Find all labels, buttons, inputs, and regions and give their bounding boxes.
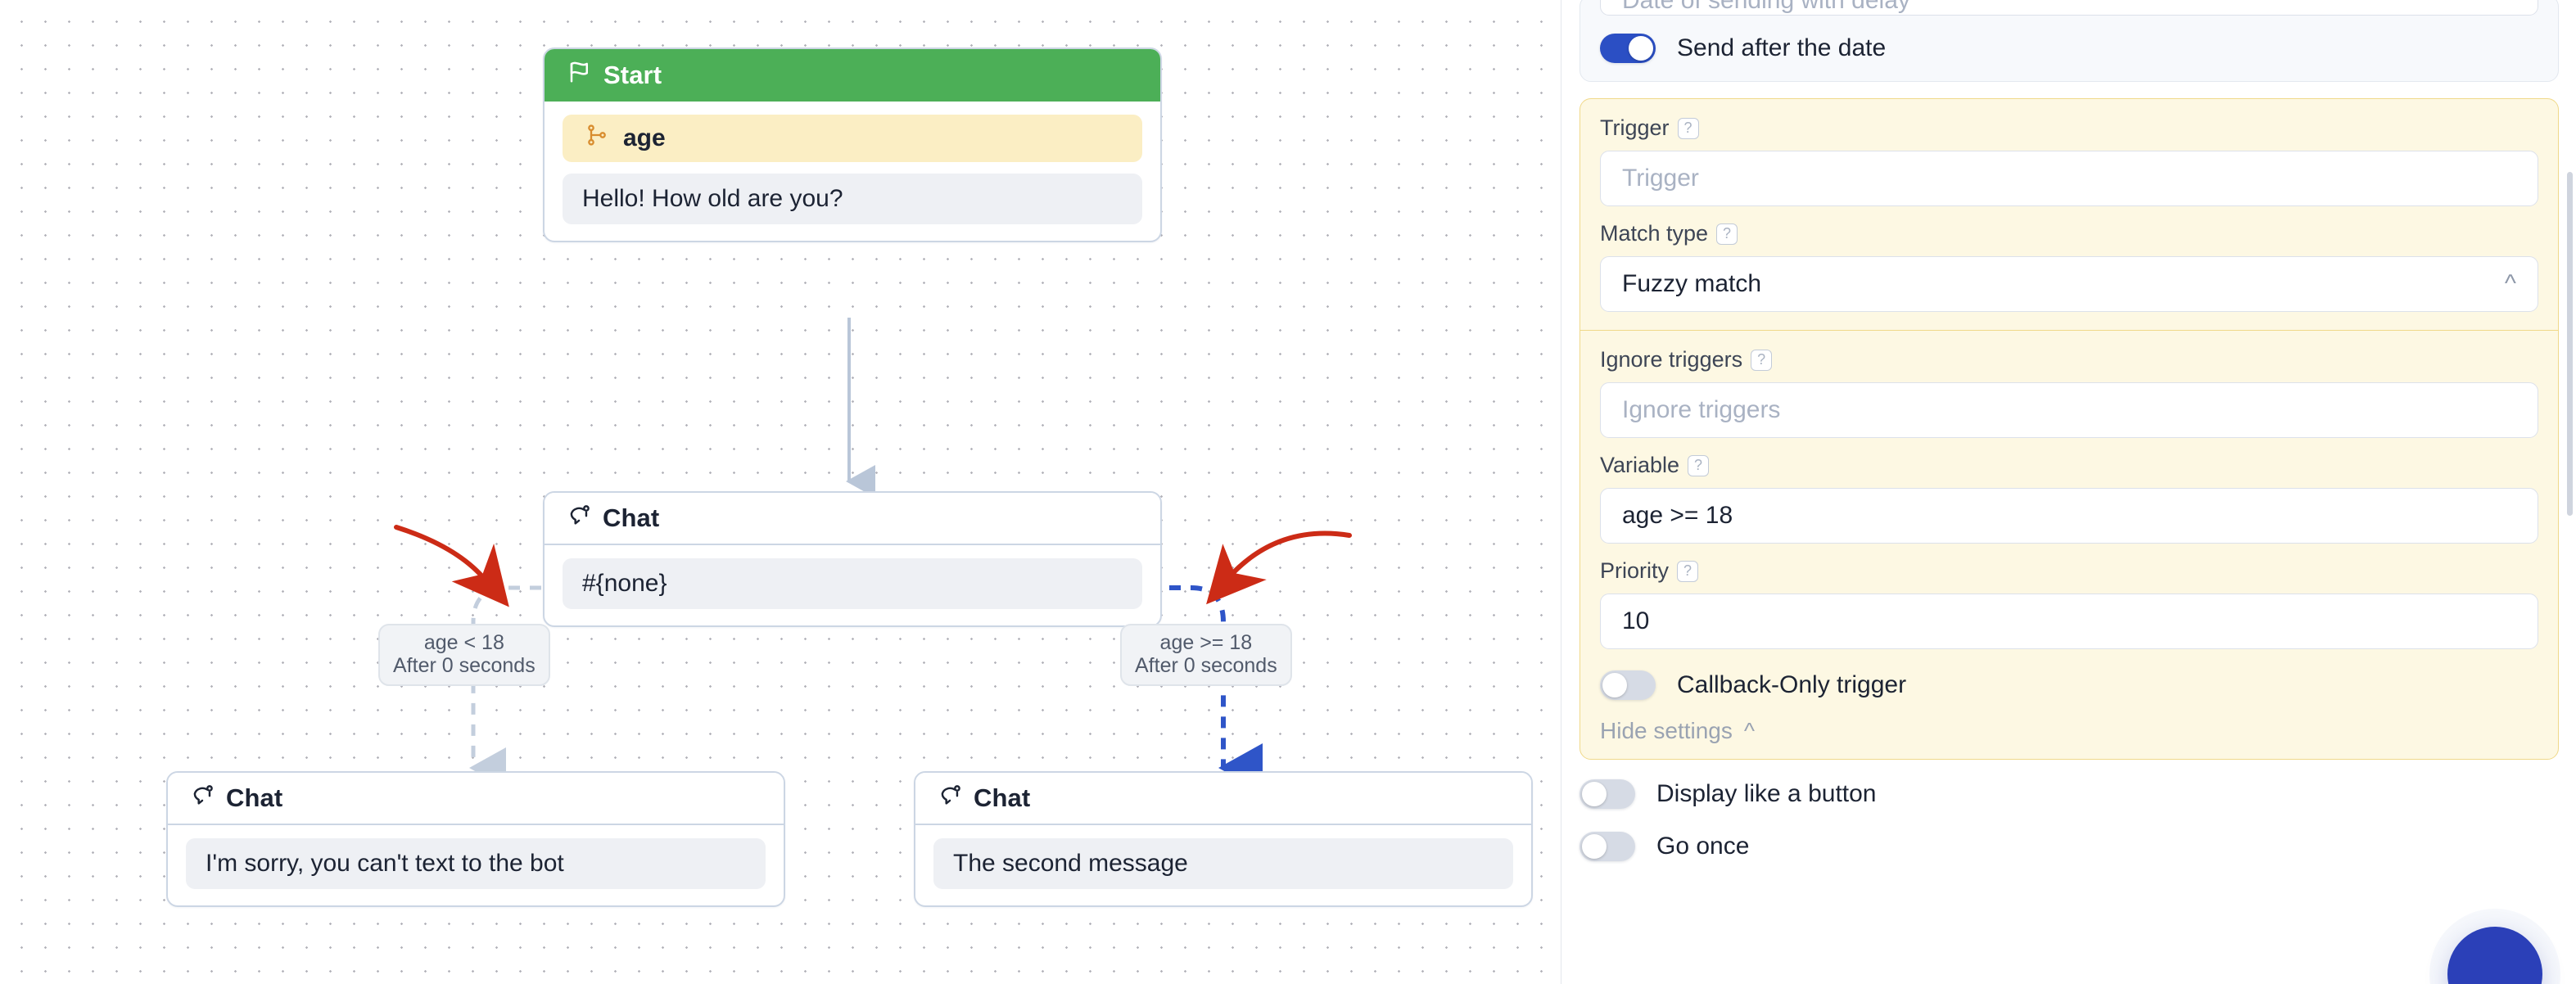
go-once-label: Go once [1656,833,1750,860]
edge-label-left-delay: After 0 seconds [393,654,536,677]
node-chat-left[interactable]: Chat I'm sorry, you can't text to the bo… [166,771,785,907]
ignore-triggers-input[interactable]: Ignore triggers [1600,382,2538,438]
priority-input[interactable]: 10 [1600,594,2538,649]
edge-label-right-condition: age >= 18 [1159,631,1253,654]
node-start-title: Start [603,61,662,89]
panel-scrollbar-thumb[interactable] [2567,172,2573,516]
trigger-label: Trigger [1600,115,1670,140]
send-after-date-label: Send after the date [1677,34,1887,61]
node-chat-right[interactable]: Chat The second message [914,771,1533,907]
node-chat-main[interactable]: Chat #{none} [543,491,1162,627]
display-like-button-row[interactable]: Display like a button [1579,779,2559,809]
settings-panel-scroll-area[interactable]: Date of sending with delay Send after th… [1561,0,2576,984]
toggle-knob [1582,834,1607,859]
trigger-section-top: Trigger ? Trigger Match type ? Fuzzy mat… [1580,99,2558,330]
match-type-select[interactable]: Fuzzy match ^ [1600,256,2538,312]
node-chat-right-header: Chat [915,773,1531,825]
node-chat-left-body: I'm sorry, you can't text to the bot [168,825,784,905]
node-chat-left-title: Chat [226,783,283,812]
variable-input[interactable]: age >= 18 [1600,488,2538,544]
display-like-button-toggle[interactable] [1579,779,1635,809]
go-once-toggle[interactable] [1579,832,1635,861]
priority-label-row: Priority ? [1600,558,2538,584]
display-like-button-label: Display like a button [1656,780,1877,807]
chevron-up-icon: ^ [1743,718,1756,743]
field-match-type: Match type ? Fuzzy match ^ [1600,221,2538,312]
field-trigger: Trigger ? Trigger [1600,115,2538,206]
node-chat-main-title: Chat [603,503,660,532]
node-start-body: age Hello! How old are you? [545,102,1160,241]
match-type-label-row: Match type ? [1600,221,2538,246]
chat-bubble-icon [191,783,215,814]
toggle-knob [1629,36,1653,61]
node-chat-right-message[interactable]: The second message [933,838,1513,889]
settings-panel[interactable]: Date of sending with delay Send after th… [1561,0,2576,984]
node-chat-main-body: #{none} [545,545,1160,625]
panel-scrollbar-track[interactable] [2567,0,2575,984]
callback-only-label: Callback-Only trigger [1677,671,1907,698]
match-type-value: Fuzzy match [1622,270,1762,297]
node-start-header: Start [545,49,1160,102]
node-start-variable-label: age [623,124,666,151]
node-chat-main-header: Chat [545,493,1160,545]
match-type-label: Match type [1600,221,1709,246]
delay-settings-card: Date of sending with delay Send after th… [1579,0,2559,82]
variable-label: Variable [1600,453,1680,477]
callback-only-toggle[interactable] [1600,670,1656,700]
chevron-up-icon[interactable]: ^ [2504,270,2516,297]
ignore-triggers-label-row: Ignore triggers ? [1600,347,2538,372]
flow-canvas[interactable]: Start age Hello! How old ar [0,0,1561,984]
edge-label-right-delay: After 0 seconds [1135,654,1277,677]
toggle-knob [1582,782,1607,806]
node-chat-right-body: The second message [915,825,1531,905]
hide-settings-button[interactable]: Hide settings ^ [1580,718,2558,759]
node-chat-right-title: Chat [974,783,1031,812]
node-start-message[interactable]: Hello! How old are you? [563,174,1142,224]
trigger-section-bottom: Ignore triggers ? Ignore triggers Variab… [1580,330,2558,718]
send-after-date-row[interactable]: Send after the date [1600,34,2538,63]
field-priority: Priority ? 10 [1600,558,2538,649]
go-once-row[interactable]: Go once [1579,832,2559,861]
flag-icon [567,60,592,91]
help-icon[interactable]: ? [1677,560,1699,582]
node-chat-left-message[interactable]: I'm sorry, you can't text to the bot [186,838,766,889]
node-start[interactable]: Start age Hello! How old ar [543,47,1162,242]
ignore-triggers-label: Ignore triggers [1600,347,1743,372]
chat-bubble-icon [567,503,591,534]
hide-settings-label: Hide settings [1600,718,1733,743]
node-chat-left-header: Chat [168,773,784,825]
date-of-sending-input[interactable]: Date of sending with delay [1600,0,2538,16]
trigger-label-row: Trigger ? [1600,115,2538,141]
trigger-settings-card: Trigger ? Trigger Match type ? Fuzzy mat… [1579,98,2559,760]
field-variable: Variable ? age >= 18 [1600,453,2538,544]
field-ignore-triggers: Ignore triggers ? Ignore triggers [1600,347,2538,438]
help-icon[interactable]: ? [1716,223,1738,245]
extra-toggles-group: Display like a button Go once [1561,760,2576,861]
node-start-variable-row[interactable]: age [563,115,1142,162]
edge-label-right[interactable]: age >= 18 After 0 seconds [1120,624,1292,686]
send-after-date-toggle[interactable] [1600,34,1656,63]
branch-icon [585,124,608,153]
edge-label-left-condition: age < 18 [423,631,504,654]
priority-label: Priority [1600,558,1670,583]
node-chat-main-message[interactable]: #{none} [563,558,1142,609]
help-icon[interactable]: ? [1677,117,1699,139]
chat-bubble-icon [938,783,962,814]
help-icon[interactable]: ? [1688,454,1710,476]
help-icon[interactable]: ? [1751,349,1773,371]
toggle-knob [1602,673,1627,697]
variable-label-row: Variable ? [1600,453,2538,478]
trigger-input[interactable]: Trigger [1600,151,2538,206]
callback-only-row[interactable]: Callback-Only trigger [1600,670,2538,700]
edge-label-left[interactable]: age < 18 After 0 seconds [378,624,550,686]
